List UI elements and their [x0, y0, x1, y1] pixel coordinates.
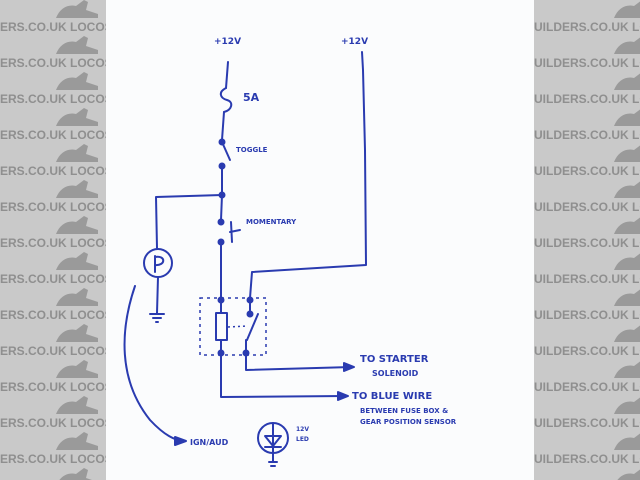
- watermark-right: UILDERS.CO.UK LOCOST UILDERS.CO.UK LOCOST…: [534, 0, 640, 480]
- watermark-text: ERS.CO.UK LOCOSTBUIL: [0, 56, 106, 70]
- watermark-text: ERS.CO.UK LOCOSTBUIL: [0, 236, 106, 250]
- label-led-2: LED: [296, 436, 309, 443]
- wire-fuse-toggle: [221, 111, 225, 141]
- watermark-car-icon: [614, 145, 640, 162]
- label-led-1: 12V: [296, 426, 309, 433]
- watermark-car-icon: [56, 432, 98, 450]
- label-blue-wire-2: BETWEEN FUSE BOX &: [360, 407, 448, 415]
- watermark-text: ERS.CO.UK LOCOSTBUIL: [0, 344, 106, 358]
- watermark-text: UILDERS.CO.UK LOCOST: [534, 200, 640, 214]
- relay-box: [199, 297, 267, 356]
- wire-supply-left: [225, 61, 229, 89]
- watermark-car-icon: [56, 36, 98, 54]
- watermark-text: ERS.CO.UK LOCOSTBUIL: [0, 20, 106, 34]
- watermark-text: UILDERS.CO.UK LOCOST: [534, 236, 640, 250]
- label-blue-wire-3: GEAR POSITION SENSOR: [360, 418, 457, 426]
- ground-icon: [149, 313, 165, 323]
- watermark-text: ERS.CO.UK LOCOSTBUIL: [0, 416, 106, 430]
- watermark-text: UILDERS.CO.UK LOCOST: [534, 56, 640, 70]
- watermark-car-icon: [614, 433, 640, 450]
- watermark-text: ERS.CO.UK LOCOSTBUIL: [0, 200, 106, 214]
- watermark-text: ERS.CO.UK LOCOSTBUIL: [0, 164, 106, 178]
- label-blue-wire-1: TO BLUE WIRE: [352, 391, 432, 402]
- watermark-left: ERS.CO.UK LOCOSTBUIL ERS.CO.UK LOCOSTBUIL…: [0, 0, 106, 480]
- label-starter-2: SOLENOID: [372, 369, 419, 378]
- wire-supply-right: [249, 51, 367, 299]
- watermark-car-icon: [614, 217, 640, 234]
- watermark-text: UILDERS.CO.UK LOCOST: [534, 380, 640, 394]
- watermark-car-icon: [56, 324, 98, 342]
- watermark-car-icon: [56, 144, 98, 162]
- watermark-car-icon: [614, 1, 640, 18]
- relay-coil-icon: [215, 312, 228, 341]
- watermark-text: UILDERS.CO.UK LOCOST: [534, 92, 640, 106]
- watermark-car-icon: [59, 468, 92, 480]
- watermark-text: UILDERS.CO.UK LOCOST: [534, 308, 640, 322]
- watermark-text: ERS.CO.UK LOCOSTBUIL: [0, 308, 106, 322]
- watermark-car-icon: [56, 288, 98, 306]
- label-starter-1: TO STARTER: [360, 354, 429, 365]
- watermark-car-icon: [614, 37, 640, 54]
- label-ign-aux: IGN/AUD: [190, 438, 229, 447]
- watermark-text: UILDERS.CO.UK LOCOST: [534, 416, 640, 430]
- watermark-text: ERS.CO.UK LOCOSTBUIL: [0, 380, 106, 394]
- watermark-car-icon: [614, 73, 640, 90]
- watermark-car-icon: [614, 397, 640, 414]
- watermark-text: UILDERS.CO.UK LOCOST: [534, 272, 640, 286]
- diagram-paper: [106, 0, 534, 480]
- watermark-text: ERS.CO.UK LOCOSTBUIL: [0, 452, 106, 466]
- watermark-text: UILDERS.CO.UK LOCOST: [534, 20, 640, 34]
- wire-to-starter: [245, 352, 353, 371]
- watermark-car-icon: [614, 181, 640, 198]
- watermark-car-icon: [56, 216, 98, 234]
- watermark-car-icon: [614, 253, 640, 270]
- watermark-car-icon: [614, 109, 640, 126]
- watermark-car-icon: [614, 361, 640, 378]
- watermark-car-icon: [56, 180, 98, 198]
- watermark-text: ERS.CO.UK LOCOSTBUIL: [0, 128, 106, 142]
- relay-contact-icon: [246, 313, 259, 341]
- watermark-text: ERS.CO.UK LOCOSTBUIL: [0, 272, 106, 286]
- watermark-text: UILDERS.CO.UK LOCOST: [534, 164, 640, 178]
- fuse-icon: [219, 87, 233, 113]
- watermark-text: UILDERS.CO.UK LOCOST: [534, 452, 640, 466]
- watermark-car-icon: [614, 325, 640, 342]
- watermark-car-icon: [56, 252, 98, 270]
- watermark-car-icon: [617, 469, 640, 480]
- wire-to-lamp: [155, 194, 223, 249]
- watermark-car-icon: [56, 360, 98, 378]
- watermark-car-icon: [56, 396, 98, 414]
- watermark-car-icon: [56, 108, 98, 126]
- toggle-switch-icon: [221, 141, 231, 161]
- momentary-button-icon: [229, 221, 241, 243]
- watermark-car-icon: [56, 0, 98, 18]
- label-momentary: MOMENTARY: [246, 218, 297, 226]
- watermark-car-icon: [56, 72, 98, 90]
- watermark-text: UILDERS.CO.UK LOCOST: [534, 128, 640, 142]
- watermark-car-icon: [614, 289, 640, 306]
- wire-to-blue-wire: [220, 352, 347, 398]
- watermark-text: ERS.CO.UK LOCOSTBUIL: [0, 92, 106, 106]
- lamp-icon: [143, 248, 173, 278]
- label-supply-right: +12V: [341, 37, 368, 47]
- watermark-text: UILDERS.CO.UK LOCOST: [534, 344, 640, 358]
- label-supply-left: +12V: [214, 37, 241, 47]
- label-fuse: 5A: [243, 91, 260, 104]
- label-toggle: TOGGLE: [236, 146, 268, 154]
- wire-to-ign: [123, 285, 184, 442]
